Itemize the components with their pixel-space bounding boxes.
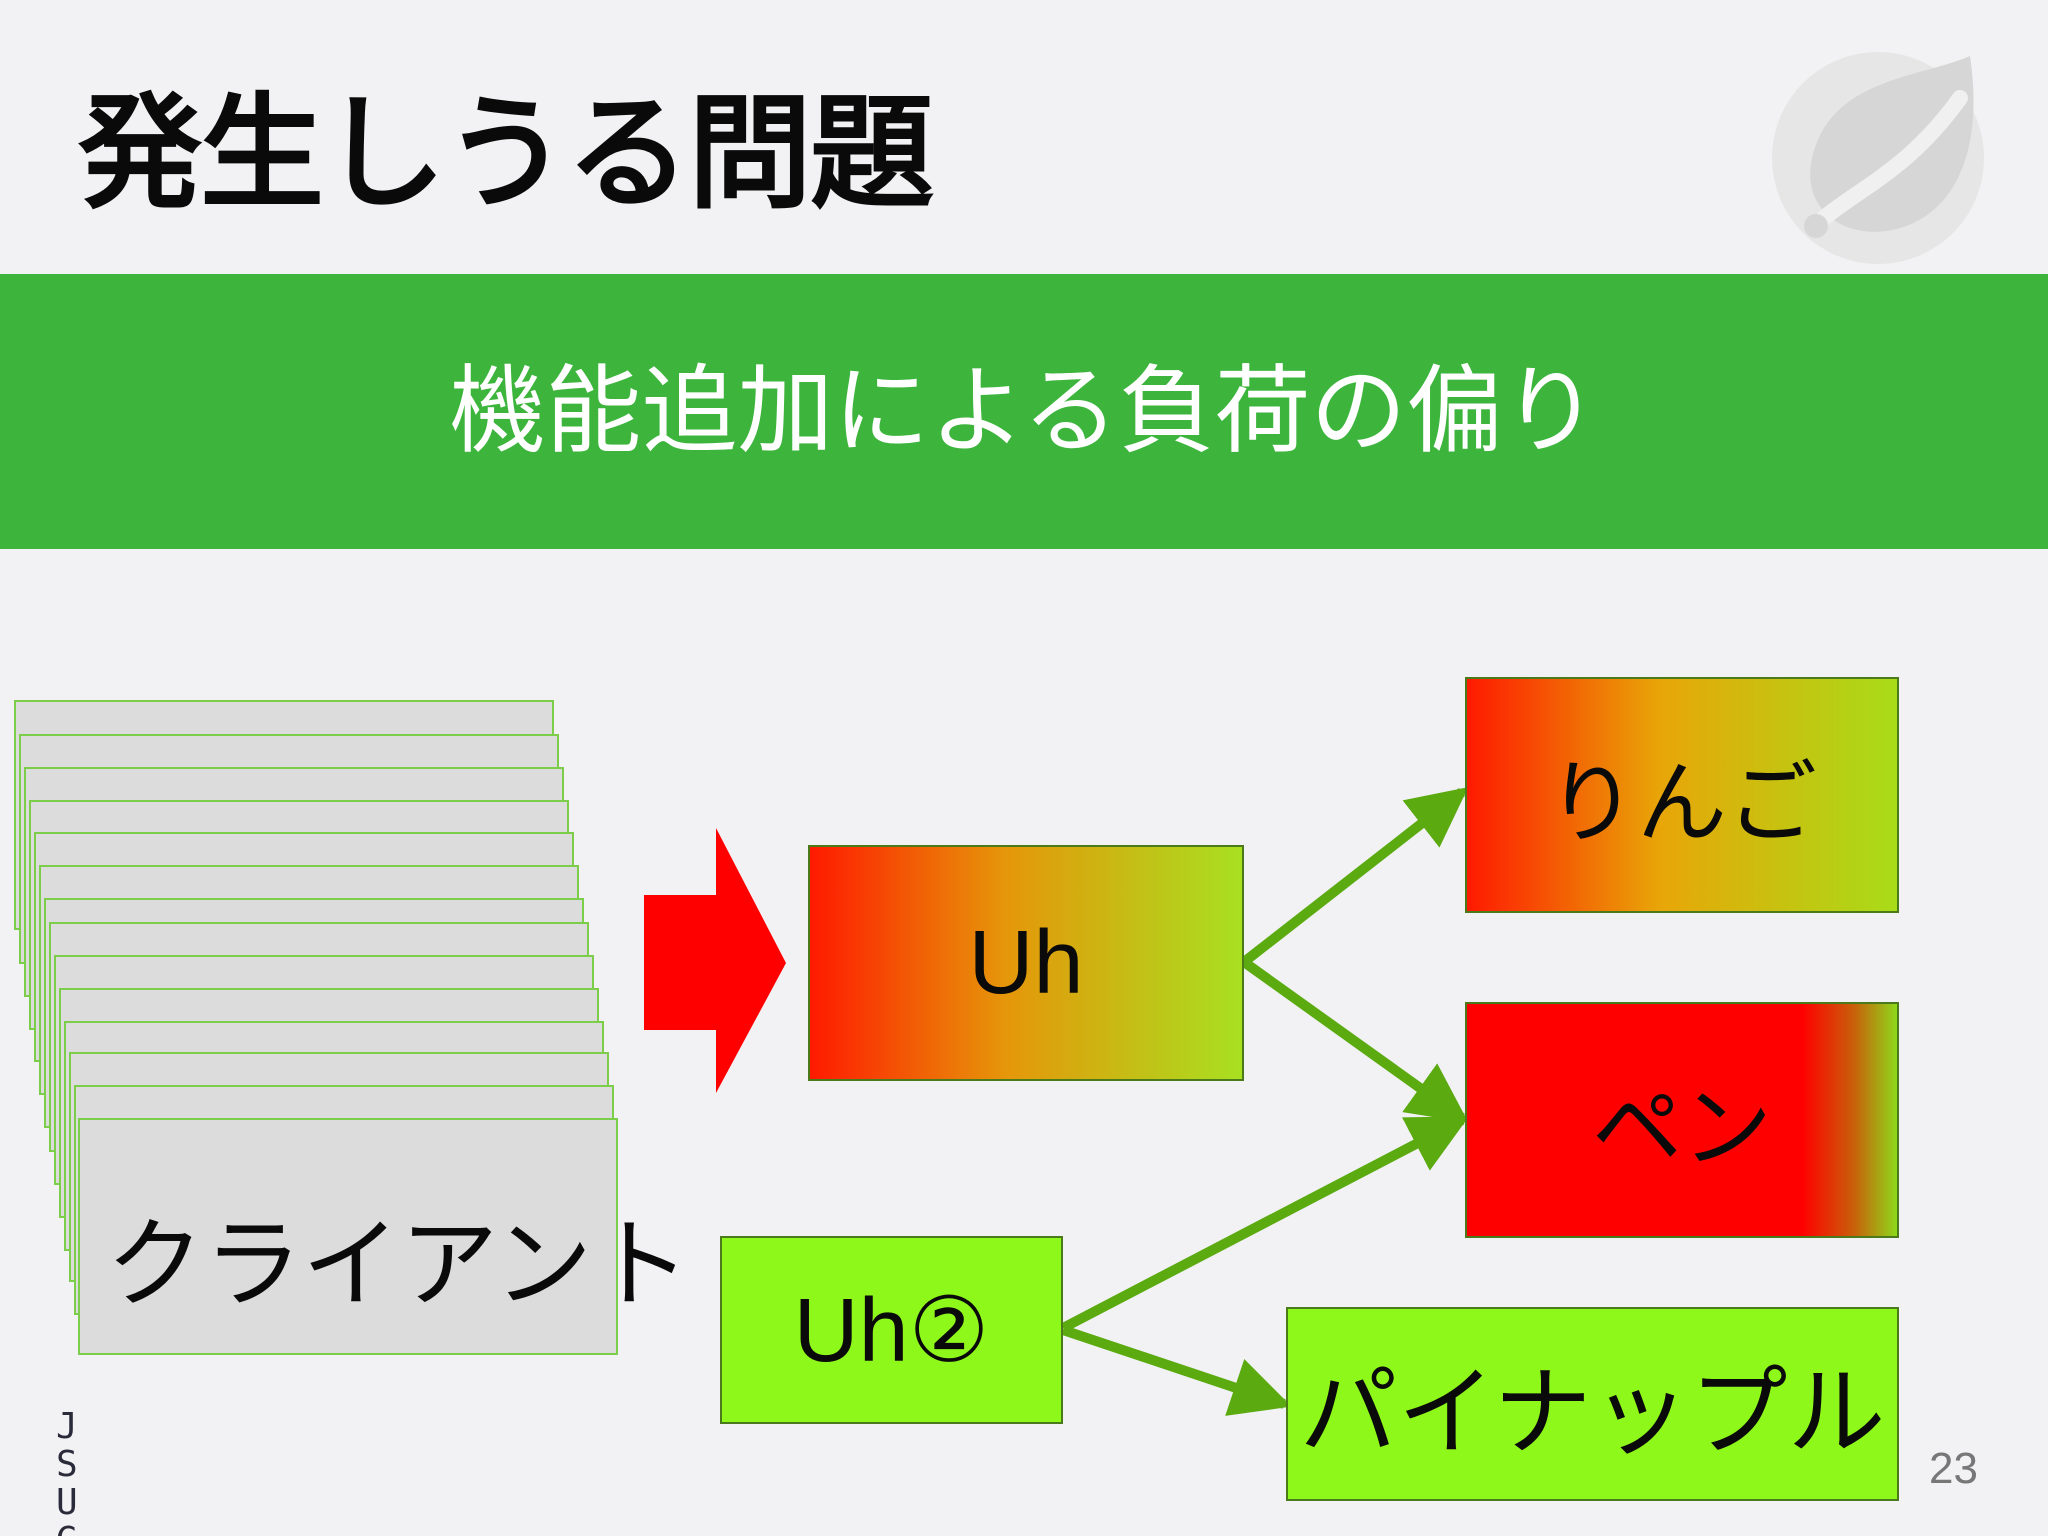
spring-leaf-icon [1772, 52, 1984, 264]
arrow-uh-to-ringo [1240, 787, 1469, 966]
arrow-uh2-to-pineapple [1061, 1325, 1292, 1416]
node-uh: Uh [808, 845, 1244, 1081]
node-pineapple: パイナップル [1286, 1307, 1899, 1501]
node-pen: ペン [1465, 1002, 1899, 1238]
jsug-logo-line1: J S [56, 1406, 92, 1485]
client-label: クライアント [106, 1208, 691, 1322]
node-ringo: りんご [1465, 677, 1899, 913]
jsug-logo: J S U G [56, 1408, 136, 1536]
jsug-logo-line2: U G [56, 1482, 92, 1536]
node-uh2: Uh② [720, 1236, 1063, 1424]
banner: 機能追加による負荷の偏り [0, 274, 2048, 549]
banner-text: 機能追加による負荷の偏り [449, 355, 1599, 467]
client-card-front [78, 1118, 618, 1355]
arrow-uh-to-pen [1241, 957, 1469, 1123]
big-red-arrow [644, 828, 786, 1093]
slide-title: 発生しうる問題 [78, 82, 934, 226]
arrow-uh2-to-pen [1060, 1115, 1470, 1333]
page-number: 23 [1929, 1444, 1978, 1493]
